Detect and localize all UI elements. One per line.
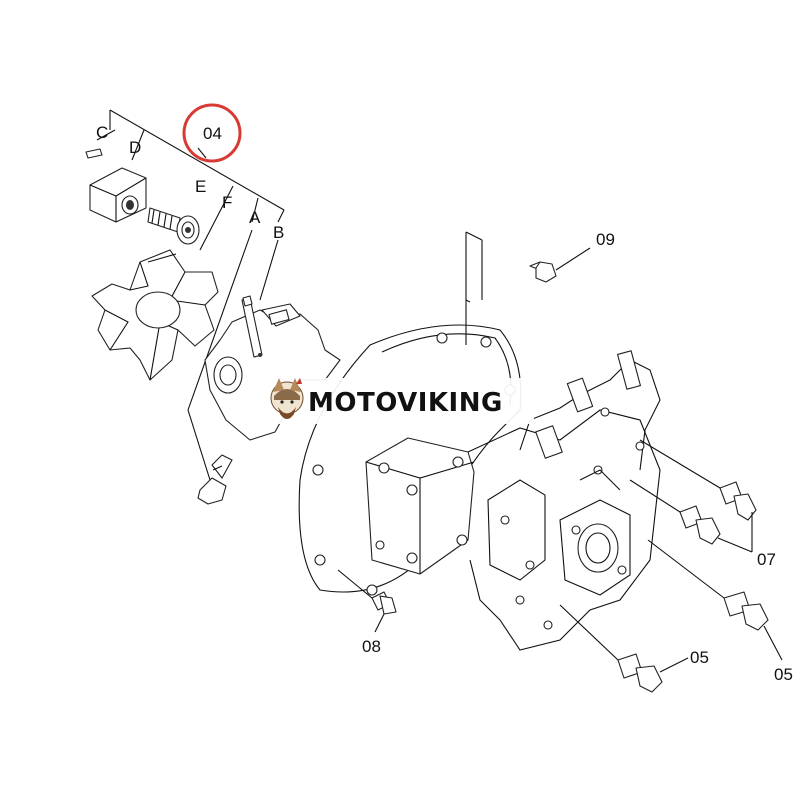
sensor-part-07-upper <box>639 439 757 521</box>
sensor-part-07-lower <box>629 479 753 553</box>
label-c: C <box>96 123 108 142</box>
socket-bolt-part-e <box>147 207 200 245</box>
bolt-part-09 <box>529 247 591 283</box>
label-d: D <box>129 138 141 157</box>
leader-bracket-flange <box>465 231 483 345</box>
clamp-block-part-d <box>89 167 147 223</box>
label-b: B <box>273 223 284 242</box>
pin-part-c <box>85 148 103 159</box>
rubber-coupling-part-f <box>91 249 219 381</box>
label-group-04: 04 <box>203 124 222 143</box>
hub-bolt <box>197 454 233 505</box>
group-04-leader-lines <box>96 109 285 481</box>
label-a: A <box>249 208 261 227</box>
label-part-07: 07 <box>757 550 776 569</box>
sensor-part-05-right <box>647 539 783 661</box>
label-f: F <box>222 193 232 212</box>
viking-mascot-icon <box>270 378 304 419</box>
brand-watermark: MOTOVIKING <box>262 378 534 424</box>
label-part-08: 08 <box>362 637 381 656</box>
label-part-05-left: 05 <box>690 648 709 667</box>
highlight-circle <box>182 103 242 163</box>
label-part-09: 09 <box>596 230 615 249</box>
label-e: E <box>195 177 206 196</box>
pump-assembly <box>298 324 661 651</box>
sensor-part-05-left <box>559 604 689 693</box>
label-part-05-right: 05 <box>774 665 793 684</box>
brand-name: MOTOVIKING <box>308 388 503 418</box>
bolt-part-08 <box>337 569 397 633</box>
flange-hub-part-a-b <box>204 295 341 441</box>
